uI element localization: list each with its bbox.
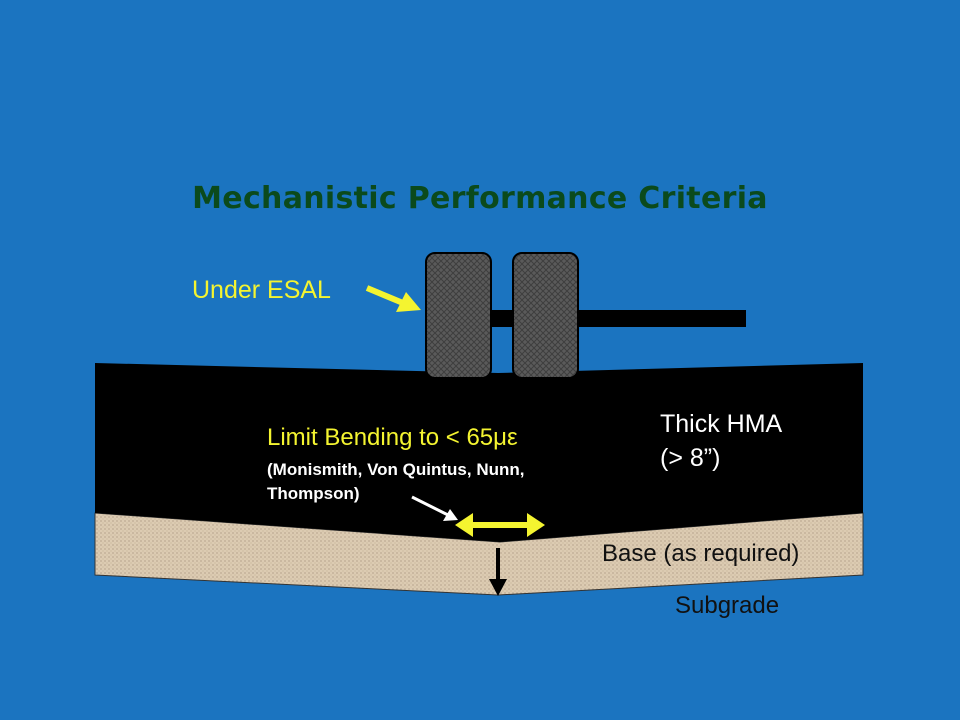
slide-title: Mechanistic Performance Criteria bbox=[192, 181, 768, 216]
hma-layer bbox=[95, 363, 863, 542]
deflection-arrow bbox=[489, 548, 507, 596]
limit-bending-label: Limit Bending to < 65με bbox=[267, 424, 518, 451]
under-esal-label: Under ESAL bbox=[192, 276, 331, 304]
thick-hma-line1: Thick HMA bbox=[660, 410, 783, 438]
tire-left bbox=[425, 252, 492, 379]
load-arrow bbox=[365, 285, 421, 312]
tire-right bbox=[512, 252, 579, 379]
thick-hma-label: Thick HMA (> 8”) bbox=[660, 408, 782, 476]
pointer-arrow bbox=[411, 495, 458, 521]
strain-double-arrow bbox=[455, 513, 545, 537]
base-label: Base (as required) bbox=[602, 540, 800, 567]
thick-hma-line2: (> 8”) bbox=[660, 443, 721, 472]
references-label: (Monismith, Von Quintus, Nunn, Thompson) bbox=[267, 460, 525, 504]
subgrade-label: Subgrade bbox=[675, 592, 780, 619]
